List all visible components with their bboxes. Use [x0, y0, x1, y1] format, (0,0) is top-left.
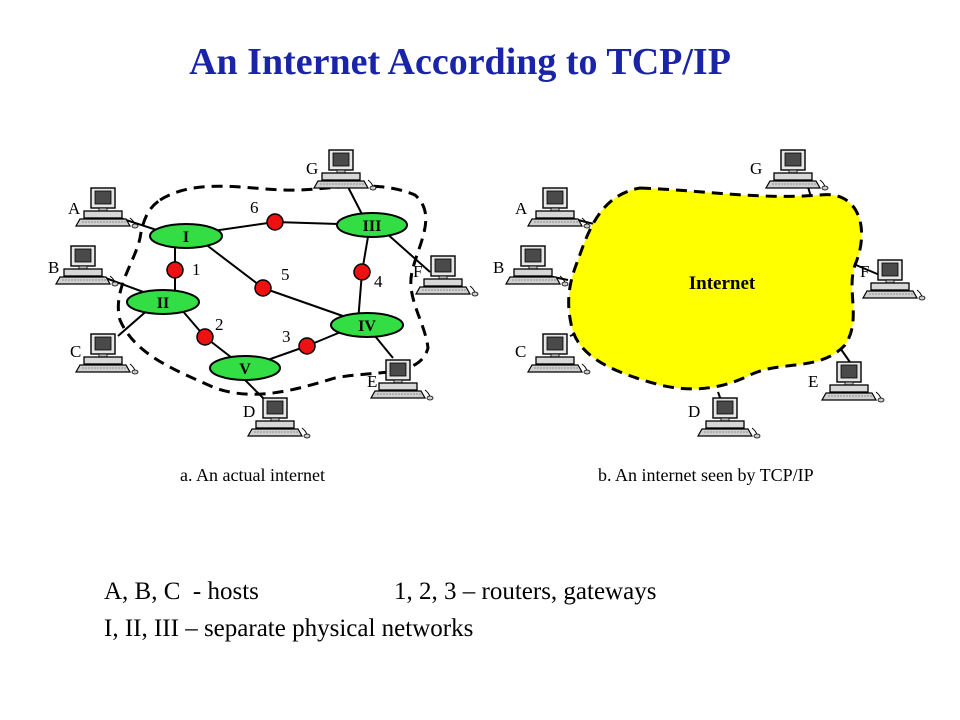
page-title: An Internet According to TCP/IP — [189, 41, 731, 83]
network-II: II — [126, 289, 200, 315]
legend-line-1: A, B, C - hosts 1, 2, 3 – routers, gatewa… — [104, 578, 656, 606]
host-F-label: F — [413, 262, 422, 281]
host-b-F — [862, 259, 926, 301]
host-b-A-label: A — [515, 199, 528, 218]
host-B-label: B — [48, 258, 59, 277]
svg-text:III: III — [363, 218, 382, 235]
router-6-label: 6 — [250, 198, 259, 217]
router-3-label: 3 — [282, 327, 291, 346]
legend-routers: 1, 2, 3 – routers, gateways — [394, 578, 657, 605]
caption-b: b. An internet seen by TCP/IP — [598, 465, 814, 485]
network-I: I — [149, 223, 223, 249]
svg-text:IV: IV — [358, 318, 376, 335]
host-C — [75, 333, 139, 375]
network-V: V — [209, 355, 281, 381]
panel-b: Internet A B C D E F G b. An internet se… — [493, 149, 926, 485]
internet-cloud — [567, 186, 864, 391]
host-b-D-label: D — [688, 402, 700, 421]
host-b-B-label: B — [493, 258, 504, 277]
router-3 — [298, 337, 316, 355]
legend-hosts: A, B, C - hosts — [104, 578, 259, 605]
router-1-label: 1 — [192, 260, 201, 279]
host-F — [415, 255, 479, 297]
host-b-B — [505, 245, 569, 287]
svg-text:V: V — [239, 361, 251, 378]
host-b-E-label: E — [808, 372, 818, 391]
router-4-label: 4 — [374, 272, 383, 291]
legend-networks: I, II, III – separate physical networks — [104, 615, 474, 642]
host-b-C-label: C — [515, 342, 526, 361]
panel-a: I II III IV V 1 2 3 — [48, 149, 479, 485]
network-III: III — [336, 212, 408, 238]
router-1 — [166, 261, 184, 279]
host-G-label: G — [306, 159, 318, 178]
router-2 — [196, 328, 214, 346]
host-b-G-label: G — [750, 159, 762, 178]
host-E — [370, 359, 434, 401]
svg-text:II: II — [157, 295, 169, 312]
host-A — [75, 187, 139, 229]
host-C-label: C — [70, 342, 81, 361]
host-b-A — [527, 187, 591, 229]
router-6 — [266, 213, 284, 231]
host-b-D — [697, 397, 761, 439]
router-5 — [254, 279, 272, 297]
svg-text:I: I — [183, 229, 189, 246]
router-5-label: 5 — [281, 265, 290, 284]
host-b-E — [821, 361, 885, 403]
router-2-label: 2 — [215, 315, 224, 334]
network-IV: IV — [330, 312, 404, 338]
router-4 — [353, 263, 371, 281]
host-E-label: E — [367, 372, 377, 391]
host-D-label: D — [243, 402, 255, 421]
host-b-F-label: F — [860, 262, 869, 281]
host-A-label: A — [68, 199, 81, 218]
caption-a: a. An actual internet — [180, 465, 325, 485]
cloud-label: Internet — [689, 273, 756, 294]
host-G — [313, 149, 377, 191]
host-D — [247, 397, 311, 439]
host-b-G — [765, 149, 829, 191]
